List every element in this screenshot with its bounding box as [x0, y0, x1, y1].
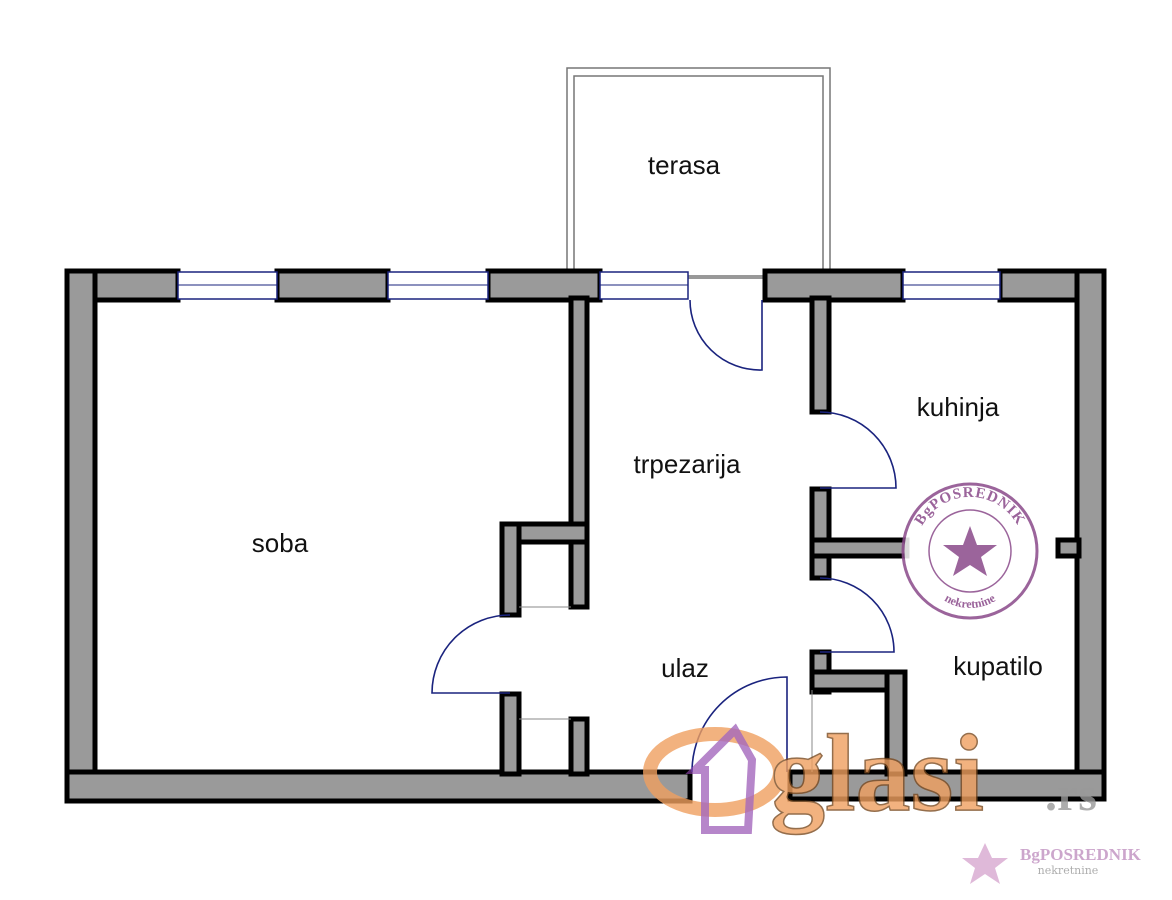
room-label-dining: trpezarija [634, 449, 741, 479]
terrace-outline [566, 67, 831, 279]
windows [177, 271, 1001, 300]
agency-stamp: BgPOSREDNIK nekretnine [901, 482, 1039, 620]
house-icon [685, 723, 757, 834]
watermark-brand: glasi [770, 712, 984, 834]
svg-text:nekretnine: nekretnine [942, 590, 998, 611]
room-label-entrance: ulaz [661, 653, 709, 683]
agency-sub: nekretnine [1038, 864, 1099, 877]
room-label-living: soba [252, 528, 309, 558]
watermark-tld: .rs [1045, 768, 1097, 821]
room-label-kitchen: kuhinja [917, 392, 1000, 422]
walls [64, 268, 1107, 804]
oglasi-watermark: glasi .rs BgPOSREDNIK nekretnine [643, 711, 1142, 884]
agency-name: BgPOSREDNIK [1020, 845, 1142, 864]
room-label-terrace: terasa [648, 150, 721, 180]
stamp-text-bottom: nekretnine [942, 590, 998, 611]
star-icon [943, 526, 997, 576]
room-label-bathroom: kupatilo [953, 651, 1043, 681]
agency-star-icon [962, 843, 1008, 884]
doors [431, 299, 897, 773]
